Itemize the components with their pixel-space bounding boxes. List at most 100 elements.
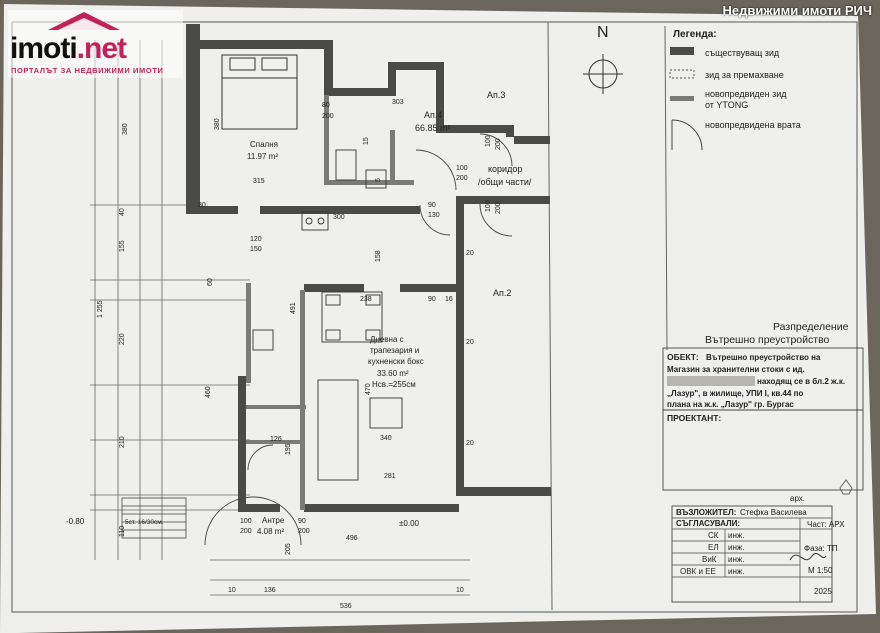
object-line: находящ се в бл.2 ж.к.	[757, 377, 845, 386]
approval-dept: ЕЛ	[708, 543, 719, 552]
dimension-label: 220	[119, 333, 126, 345]
approval-role: инж.	[728, 567, 744, 576]
approval-dept: СК	[708, 531, 719, 540]
dimension-label: 155	[119, 240, 126, 252]
agency-watermark: Недвижими имоти РИЧ	[722, 3, 872, 18]
legend-door-swatch	[671, 119, 703, 151]
living-room-name: трапезария и	[370, 346, 419, 355]
legend-title: Легенда:	[673, 29, 717, 40]
client-label: ВЪЗЛОЖИТЕЛ:	[676, 508, 736, 517]
existing-walls	[186, 24, 551, 512]
bed	[221, 54, 298, 130]
imoti-logo: imoti.net ПОРТАЛЪТ ЗА НЕДВИЖИМИ ИМОТИ	[8, 10, 183, 78]
dimension-label: 210	[119, 436, 126, 448]
kitchen-furniture	[252, 149, 403, 481]
dimension-label: 20	[466, 339, 474, 346]
dimension-label: 200	[240, 528, 252, 535]
dimension-label: 15	[363, 137, 370, 145]
dimension-label: 158	[375, 250, 382, 262]
year-label: 2025	[814, 587, 832, 596]
approval-dept: ОВК и ЕЕ	[680, 567, 716, 576]
corridor-label: /общи части/	[478, 177, 532, 187]
logo-tld-text: .net	[76, 32, 127, 65]
door-swings	[204, 133, 513, 546]
dimension-label: 205	[285, 543, 292, 555]
dimension-labels: 315 303 300 238 90 16 340 281 496 536 13…	[198, 99, 474, 610]
dimension-lines-bottom	[210, 559, 470, 596]
legend-item: от YTONG	[705, 100, 748, 110]
dimension-label: 100	[485, 135, 492, 147]
object-label: ОБЕКТ:	[667, 352, 699, 362]
logo-tagline: ПОРТАЛЪТ ЗА НЕДВИЖИМИ ИМОТИ	[11, 66, 164, 75]
living-room-name: кухненски бокс	[368, 357, 424, 366]
dimension-label: 110	[119, 526, 126, 537]
approve-label: СЪГЛАСУВАЛИ:	[676, 519, 740, 528]
signature	[789, 552, 827, 561]
sheet-title: Разпределение	[773, 321, 849, 333]
dimension-label: 200	[495, 138, 502, 150]
legend-new-wall-swatch	[670, 96, 694, 101]
corridor-label: коридор	[488, 164, 522, 174]
paper-page	[0, 4, 876, 633]
dimension-label: 10	[228, 587, 236, 594]
room-labels: Спалня 11.97 m² Ап.4 66.85 m² Ап.3 корид…	[66, 90, 532, 536]
dimension-label: 491	[290, 302, 297, 314]
dimension-label: 460	[205, 386, 212, 398]
dimension-label: 1 255	[97, 300, 104, 318]
dimension-label: 90	[298, 518, 306, 525]
client-name: Стефка Василева	[740, 508, 807, 517]
bedroom-name: Спалня	[250, 140, 278, 149]
dimension-label: 200	[322, 113, 334, 120]
legend-existing-wall-swatch	[670, 47, 694, 55]
dimension-label: 130	[428, 212, 440, 219]
dimension-label: 496	[346, 535, 358, 542]
entry-area: 4.08 m²	[257, 527, 284, 536]
logo-wordmark: imoti.net	[10, 32, 127, 66]
redacted-id	[667, 376, 755, 386]
living-room-name: Дневна с	[370, 335, 404, 344]
title-block: Разпределение Вътрешно преустройство ОБЕ…	[662, 321, 864, 603]
dimension-label: 60	[207, 278, 214, 286]
dimension-label: 100	[456, 165, 468, 172]
dimension-label: 20	[466, 250, 474, 257]
object-line: Вътрешно преустройство на	[706, 353, 821, 362]
dimension-label: 90	[428, 202, 436, 209]
dimension-label: 380	[214, 118, 221, 130]
apt4-area: 66.85 m²	[415, 123, 451, 133]
level-mark: ±0.00	[399, 519, 420, 528]
object-line: Магазин за хранителни стоки с ид.	[667, 365, 805, 374]
dimension-label: 90	[428, 296, 436, 303]
dimension-label: 150	[250, 246, 262, 253]
dimension-label: 315	[253, 178, 265, 185]
dimension-label: 100	[485, 200, 492, 212]
legend: Легенда: съществуващ зид зид за премахва…	[669, 29, 801, 151]
apt4-name: Ап.4	[424, 110, 442, 120]
dimension-label: 470	[365, 383, 372, 395]
dimension-label: 120	[250, 236, 262, 243]
dimension-label: 5	[375, 178, 382, 182]
legend-item: съществуващ зид	[705, 48, 780, 58]
approval-dept: ВиК	[702, 555, 717, 564]
level-mark: -0.80	[66, 517, 85, 526]
dimension-label: 300	[333, 214, 345, 221]
dimension-label: 340	[380, 435, 392, 442]
part-label: Част: АРХ	[807, 520, 845, 529]
scale-label: М 1:50	[808, 566, 833, 575]
dimension-label: 20	[466, 440, 474, 447]
dimension-label: 200	[456, 175, 468, 182]
entry-name: Антре	[262, 516, 285, 525]
legend-item: новопредвидена врата	[705, 120, 801, 130]
dimension-labels-vertical: 380 380 1 255 155 220 210 460 470 491 40…	[97, 118, 502, 555]
entrance-stairs	[121, 497, 187, 539]
legend-item: новопредвиден зид	[705, 89, 787, 99]
approval-role: инж.	[728, 555, 744, 564]
dimension-label: 303	[392, 99, 404, 106]
living-room-height: Нсв.=255см	[372, 380, 416, 389]
new-walls	[246, 95, 414, 510]
dimension-label: 30	[198, 202, 206, 209]
dimension-lines-left	[90, 40, 250, 560]
approval-role: инж.	[728, 543, 744, 552]
sheet-subtitle: Вътрешно преустройство	[705, 334, 830, 346]
